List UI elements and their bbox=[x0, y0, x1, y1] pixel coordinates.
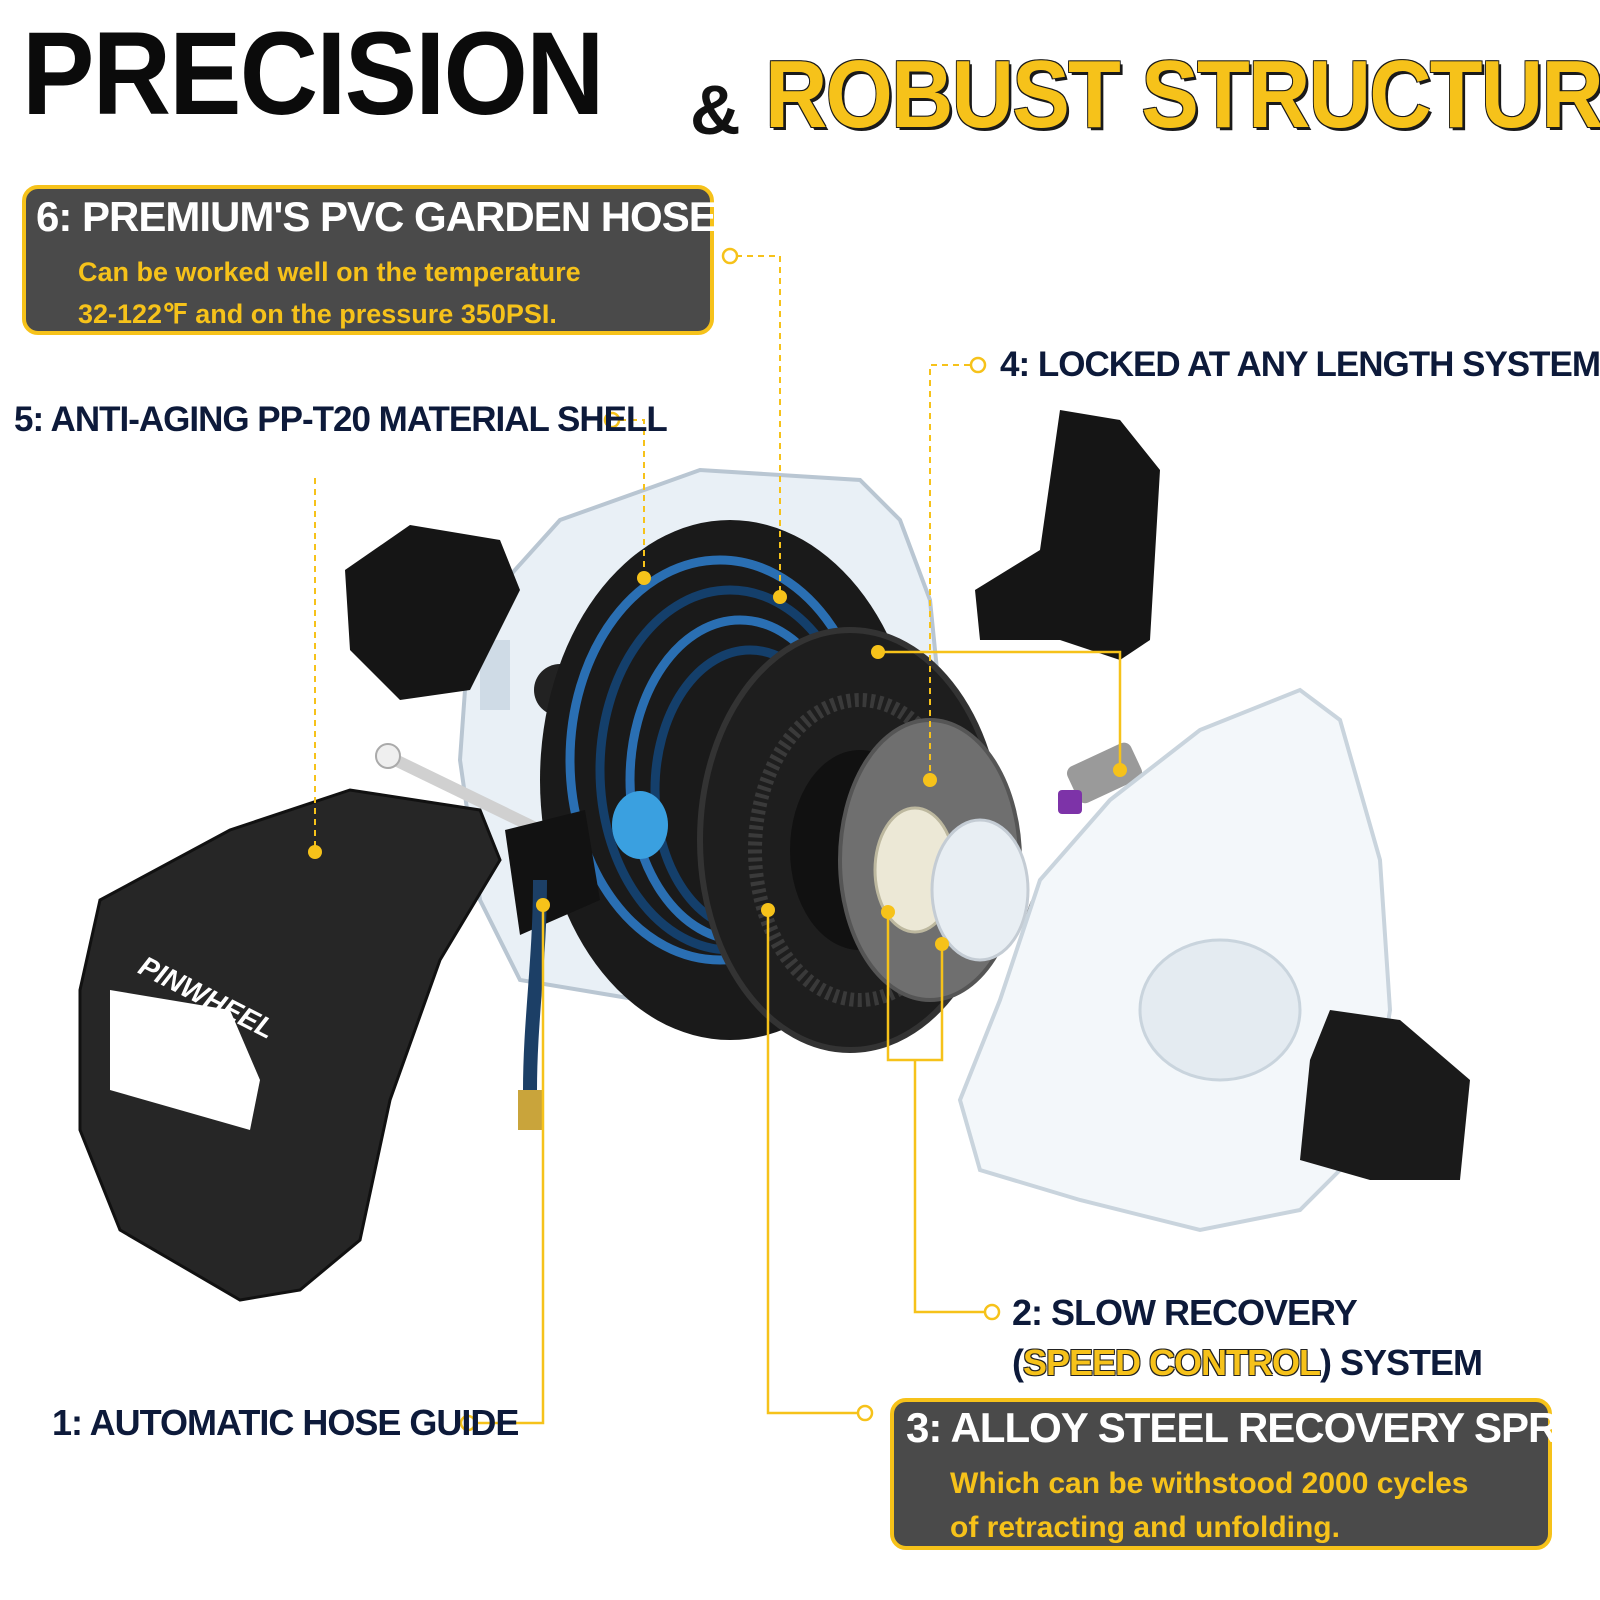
callout-6-title: 6: PREMIUM'S PVC GARDEN HOSE bbox=[36, 193, 717, 240]
callout-2-line2: (SPEED CONTROL) SYSTEM bbox=[1012, 1342, 1483, 1384]
callout-leaders-solid bbox=[476, 650, 1122, 1425]
callout-2-highlight: SPEED CONTROL bbox=[1023, 1342, 1321, 1383]
hose-guide bbox=[505, 810, 600, 935]
right-housing-center bbox=[1138, 938, 1302, 1082]
callout-2-line1: 2: SLOW RECOVERY bbox=[1012, 1292, 1358, 1333]
callout-dots bbox=[308, 571, 1127, 951]
front-cover-window bbox=[110, 990, 260, 1130]
page-title-ampersand: & bbox=[690, 71, 741, 149]
callout-4-label: 4: LOCKED AT ANY LENGTH SYSTEM bbox=[1000, 345, 1600, 384]
callout-3-box: 3: ALLOY STEEL RECOVERY SPRING Which can… bbox=[890, 1398, 1600, 1550]
callout-3-line2: of retracting and unfolding. bbox=[950, 1511, 1340, 1544]
lock-pin-purple bbox=[1058, 790, 1082, 814]
callout-end-rings bbox=[459, 247, 1001, 1432]
speed-control-disc bbox=[930, 818, 1030, 962]
axle-screw-head bbox=[375, 743, 401, 769]
callout-2-paren-close: ) SYSTEM bbox=[1320, 1342, 1483, 1383]
top-left-handle bbox=[345, 525, 520, 700]
callout-2-paren-open: ( bbox=[1012, 1342, 1024, 1383]
callout-3-line1: Which can be withstood 2000 cycles bbox=[950, 1467, 1469, 1500]
callout-6-line1: Can be worked well on the temperature bbox=[78, 257, 581, 287]
bottom-right-handle bbox=[1300, 1010, 1470, 1180]
callout-5-label: 5: ANTI-AGING PP-T20 MATERIAL SHELL bbox=[14, 400, 668, 439]
callout-6-box: 6: PREMIUM'S PVC GARDEN HOSE Can be work… bbox=[22, 185, 717, 335]
top-right-bracket bbox=[975, 410, 1160, 660]
callout-6-line2: 32-122℉ and on the pressure 350PSI. bbox=[78, 299, 557, 329]
callout-leaders bbox=[314, 255, 970, 852]
page-title-main: PRECISION bbox=[22, 8, 604, 140]
front-cover bbox=[78, 788, 502, 1302]
page-title-accent: ROBUST STRUCTURE bbox=[765, 41, 1600, 148]
lock-pin bbox=[1066, 742, 1143, 804]
callout-3-title: 3: ALLOY STEEL RECOVERY SPRING bbox=[906, 1404, 1600, 1451]
hose-clip-blue bbox=[612, 791, 668, 859]
callout-1-label: 1: AUTOMATIC HOSE GUIDE bbox=[52, 1402, 519, 1443]
hose-brass-fitting bbox=[518, 1090, 544, 1130]
